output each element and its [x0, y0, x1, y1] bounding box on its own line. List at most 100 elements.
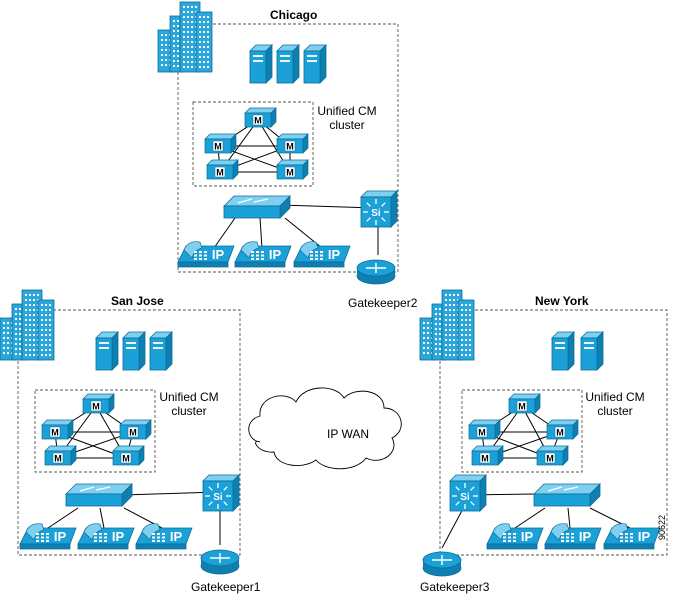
site-boundary-newyork — [439, 309, 668, 556]
cluster-label-newyork-1: Unified CM — [585, 390, 645, 404]
link-line — [514, 507, 546, 529]
cucm-server-3: M — [546, 419, 579, 440]
cucm-server-5: M — [276, 159, 309, 180]
l2-switch-sanjose — [65, 483, 133, 507]
server-tower-newyork-2 — [580, 331, 604, 371]
server-m-label: M — [556, 428, 564, 438]
site-boundary-sanjose — [17, 309, 241, 556]
phone-ip-label: IP — [638, 529, 651, 544]
server-m-label: M — [129, 428, 137, 438]
cluster-label-chicago-2: cluster — [329, 118, 365, 132]
server-tower-sanjose-1 — [95, 331, 119, 371]
server-tower-sanjose-2 — [122, 331, 146, 371]
cucm-server-1: M — [508, 393, 541, 414]
cluster-label-sanjose-2: cluster — [171, 404, 207, 418]
cucm-server-2: M — [204, 133, 237, 154]
gatekeeper-label-1: Gatekeeper1 — [191, 580, 261, 594]
server-m-label: M — [54, 454, 62, 464]
ip-wan-cloud — [248, 387, 402, 470]
cucm-server-5: M — [112, 445, 145, 466]
link-line — [213, 217, 236, 249]
server-m-label: M — [214, 142, 222, 152]
link-line — [123, 491, 219, 496]
site-title-newyork: New York — [535, 294, 589, 308]
ip-phone-sanjose-3: IP — [135, 523, 193, 550]
ip-phone-chicago-1: IP — [177, 241, 235, 268]
l3-switch-newyork: Si — [449, 474, 487, 512]
server-tower-chicago-1 — [249, 44, 273, 84]
link-line — [47, 507, 79, 529]
cucm-server-1: M — [82, 393, 115, 414]
server-m-label: M — [254, 116, 262, 126]
cucm-server-4: M — [44, 445, 77, 466]
cluster-boundary-newyork — [461, 389, 583, 473]
server-m-label: M — [481, 454, 489, 464]
cluster-label-newyork-2: cluster — [597, 404, 633, 418]
ip-phone-sanjose-2: IP — [77, 523, 135, 550]
phone-ip-label: IP — [112, 529, 125, 544]
site-boundary-chicago — [177, 23, 399, 273]
ip-phone-newyork-1: IP — [486, 523, 544, 550]
ip-phone-chicago-2: IP — [234, 241, 292, 268]
phone-ip-label: IP — [521, 529, 534, 544]
l3-switch-sanjose: Si — [202, 474, 240, 512]
site-title-sanjose: San Jose — [111, 294, 164, 308]
phone-ip-label: IP — [328, 247, 341, 262]
phone-ip-label: IP — [212, 247, 225, 262]
cucm-server-1: M — [244, 107, 277, 128]
building-sanjose — [0, 289, 55, 361]
server-m-label: M — [286, 168, 294, 178]
server-tower-newyork-1 — [551, 331, 575, 371]
server-tower-chicago-3 — [303, 44, 327, 84]
site-title-chicago: Chicago — [270, 8, 318, 22]
l3-switch-chicago: Si — [360, 190, 398, 228]
gatekeeper-label-3: Gatekeeper3 — [420, 580, 490, 594]
server-tower-chicago-2 — [276, 44, 300, 84]
cucm-server-2: M — [41, 419, 74, 440]
server-m-label: M — [546, 454, 554, 464]
ip-phone-chicago-3: IP — [293, 241, 351, 268]
link-line — [259, 217, 263, 249]
server-tower-sanjose-3 — [149, 331, 173, 371]
cluster-boundary-sanjose — [34, 389, 156, 473]
ip-wan-label: IP WAN — [327, 427, 370, 441]
phone-ip-label: IP — [54, 529, 67, 544]
gatekeeper1-router — [200, 549, 240, 575]
cucm-server-3: M — [276, 133, 309, 154]
phone-ip-label: IP — [579, 529, 592, 544]
link-line — [441, 504, 466, 549]
ip-phone-sanjose-1: IP — [19, 523, 77, 550]
server-m-label: M — [122, 454, 130, 464]
cucm-server-2: M — [468, 419, 501, 440]
link-line — [99, 507, 105, 529]
l2-switch-chicago — [223, 195, 291, 219]
cucm-server-4: M — [471, 445, 504, 466]
phone-ip-label: IP — [269, 247, 282, 262]
l2-switch-newyork — [533, 483, 601, 507]
cucm-server-5: M — [536, 445, 569, 466]
server-m-label: M — [478, 428, 486, 438]
figure-id: 90622 — [657, 514, 667, 540]
cluster-label-sanjose-1: Unified CM — [159, 390, 219, 404]
l3-switch-label: Si — [371, 208, 381, 219]
ip-phone-newyork-2: IP — [544, 523, 602, 550]
l3-switch-label: Si — [460, 492, 470, 503]
server-m-label: M — [216, 168, 224, 178]
building-chicago — [157, 1, 213, 73]
server-m-label: M — [286, 142, 294, 152]
cluster-label-chicago-1: Unified CM — [317, 104, 377, 118]
server-m-label: M — [518, 402, 526, 412]
cucm-server-4: M — [206, 159, 239, 180]
link-line — [279, 204, 376, 209]
cucm-server-3: M — [119, 419, 152, 440]
building-newyork — [419, 289, 475, 361]
server-m-label: M — [92, 402, 100, 412]
ip-phone-newyork-3: IP — [603, 523, 661, 550]
server-m-label: M — [51, 428, 59, 438]
gatekeeper-label-2: Gatekeeper2 — [348, 296, 418, 310]
link-line — [567, 507, 571, 529]
phone-ip-label: IP — [170, 529, 183, 544]
gatekeeper3-router — [422, 551, 462, 577]
